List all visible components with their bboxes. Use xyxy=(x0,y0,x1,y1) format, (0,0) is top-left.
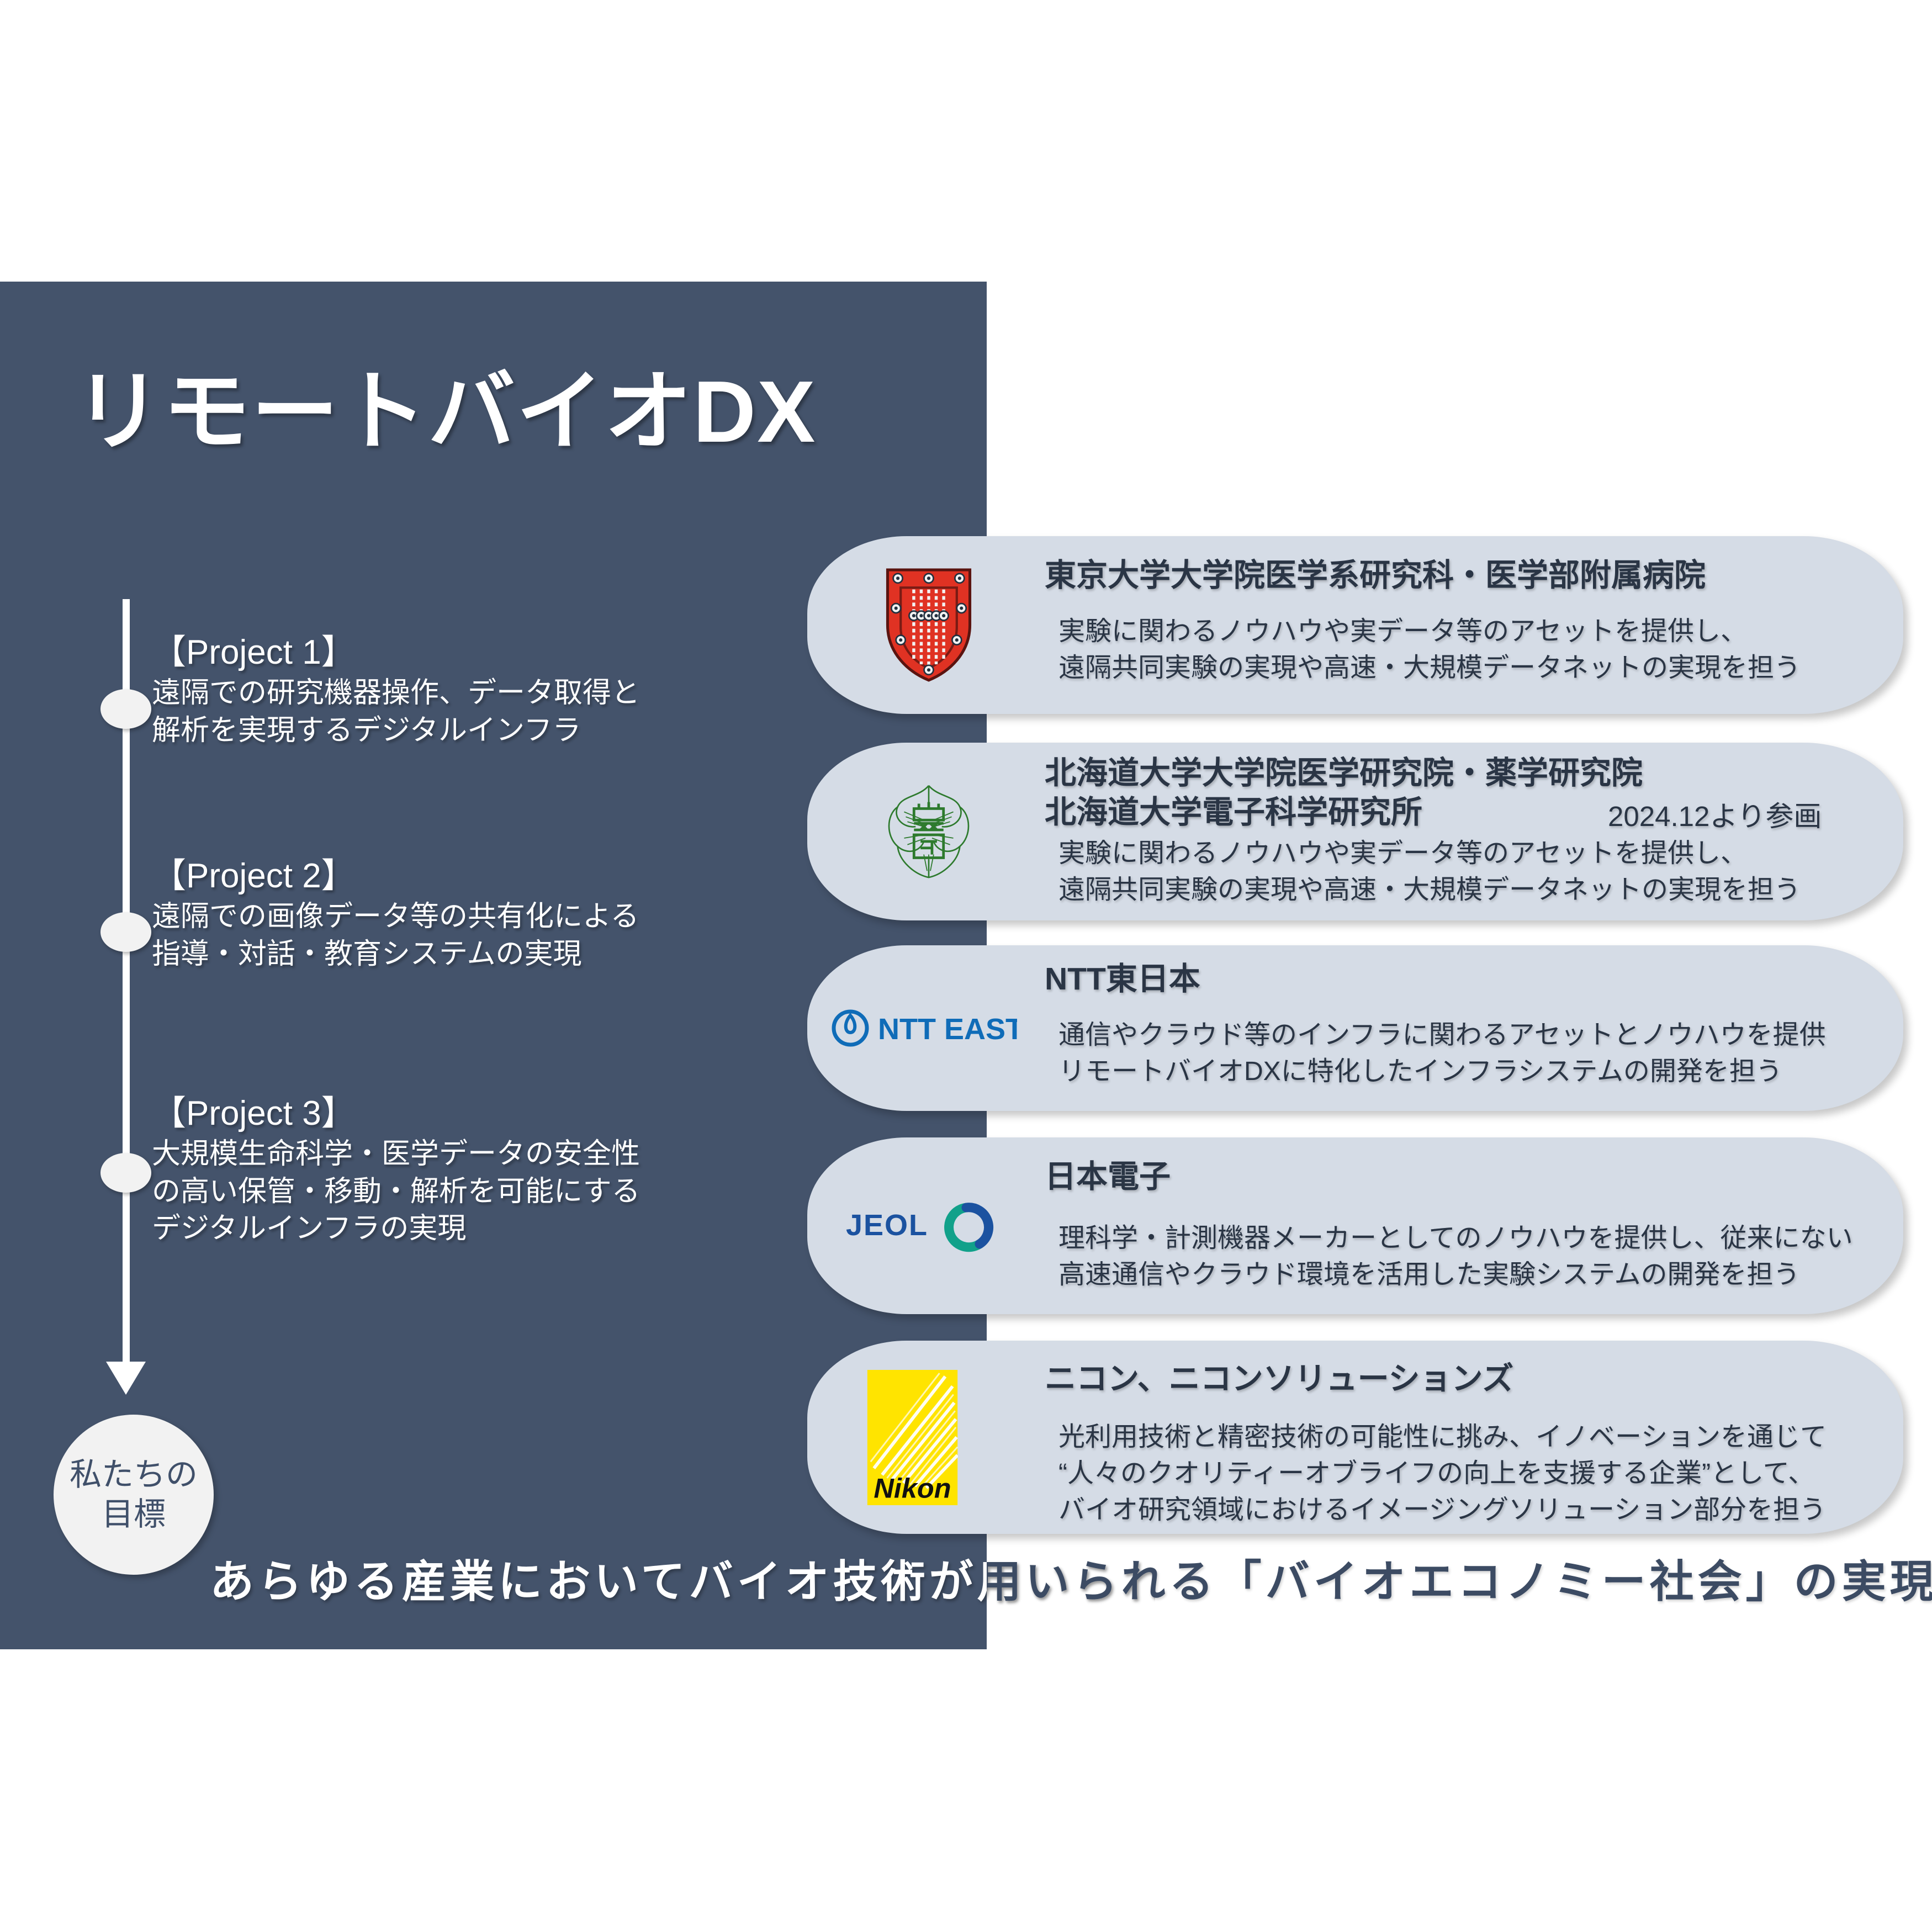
project-2-line-2: 指導・対話・教育システムの実現 xyxy=(152,938,582,970)
partner-body-line: 実験に関わるノウハウや実データ等のアセットを提供し、 xyxy=(1058,839,1748,868)
banner-text-dark: あらゆる産業においてバイオ技術が用いられる「バイオエコノミー社会」の実現 xyxy=(210,1557,1932,1606)
project-1-line-1: 遠隔での研究機器操作、データ取得と xyxy=(152,677,641,710)
project-block-1: 【Project 1】 遠隔での研究機器操作、データ取得と 解析を実現するデジタ… xyxy=(152,632,640,749)
project-2-body: 遠隔での画像データ等の共有化による 指導・対話・教育システムの実現 xyxy=(152,898,639,973)
page-title: リモートバイオDX xyxy=(75,363,817,460)
partner-title-hokkaido: 北海道大学大学院医学研究院・薬学研究院 北海道大学電子科学研究所 xyxy=(1045,754,1643,832)
project-3-heading: 【Project 3】 xyxy=(152,1094,356,1132)
partner-title-jeol: 日本電子 xyxy=(1045,1159,1171,1194)
partner-join-date-hokkaido: 2024.12より参画 xyxy=(1608,801,1822,832)
jeol-logo-icon: JEOL xyxy=(824,1137,1034,1314)
project-1-heading: 【Project 1】 xyxy=(152,633,356,671)
utokyo-shield-icon xyxy=(846,536,1012,714)
partner-body-line: 遠隔共同実験の実現や高速・大規模データネットの実現を担う xyxy=(1058,875,1801,905)
partner-body-line: 遠隔共同実験の実現や高速・大規模データネットの実現を担う xyxy=(1058,653,1801,683)
partner-body-line: 光利用技術と精密技術の可能性に挑み、イノベーションを通じて xyxy=(1058,1422,1827,1452)
partner-body-line: 通信やクラウド等のインフラに関わるアセットとノウハウを提供 xyxy=(1058,1020,1826,1050)
nikon-wordmark: Nikon xyxy=(874,1472,951,1504)
partner-title-line: 北海道大学大学院医学研究院・薬学研究院 xyxy=(1045,755,1643,791)
partner-card-ntt-east[interactable]: NTT EAST NTT東日本 通信やクラウド等のインフラに関わるアセットとノウ… xyxy=(807,945,1903,1111)
project-block-2: 【Project 2】 遠隔での画像データ等の共有化による 指導・対話・教育シス… xyxy=(152,856,639,973)
project-2-heading: 【Project 2】 xyxy=(152,857,356,895)
partner-body-line: 高速通信やクラウド環境を活用した実験システムの開発を担う xyxy=(1058,1260,1800,1290)
partner-body-line: “人々のクオリティーオブライフの向上を支援する企業”として、 xyxy=(1058,1459,1815,1489)
bottom-banner: あらゆる産業においてバイオ技術が用いられる「バイオエコノミー社会」の実現 あらゆ… xyxy=(0,1546,1932,1618)
partner-body-utokyo: 実験に関わるノウハウや実データ等のアセットを提供し、 遠隔共同実験の実現や高速・… xyxy=(1058,613,1801,686)
ntt-east-logo-icon: NTT EAST xyxy=(818,945,1028,1111)
partner-title-utokyo: 東京大学大学院医学系研究科・医学部附属病院 xyxy=(1045,558,1706,593)
project-1-body: 遠隔での研究機器操作、データ取得と 解析を実現するデジタルインフラ xyxy=(152,675,640,749)
partner-body-hokkaido: 実験に関わるノウハウや実データ等のアセットを提供し、 遠隔共同実験の実現や高速・… xyxy=(1058,835,1801,908)
nikon-logo-icon: Nikon xyxy=(840,1341,984,1534)
project-3-line-2: の高い保管・移動・解析を可能にする xyxy=(152,1175,641,1208)
partner-card-hokkaido[interactable]: 北海道大学大学院医学研究院・薬学研究院 北海道大学電子科学研究所 2024.12… xyxy=(807,743,1903,920)
partner-body-line: 実験に関わるノウハウや実データ等のアセットを提供し、 xyxy=(1058,617,1748,646)
goal-line-2: 目標 xyxy=(101,1496,166,1532)
partner-body-line: 理科学・計測機器メーカーとしてのノウハウを提供し、従来にない xyxy=(1058,1224,1853,1253)
project-3-line-3: デジタルインフラの実現 xyxy=(152,1213,467,1245)
partner-title-ntt-east: NTT東日本 xyxy=(1045,961,1200,997)
project-2-line-1: 遠隔での画像データ等の共有化による xyxy=(152,901,639,933)
partner-body-line: リモートバイオDXに特化したインフラシステムの開発を担う xyxy=(1058,1057,1782,1087)
partner-body-nikon: 光利用技術と精密技術の可能性に挑み、イノベーションを通じて “人々のクオリティー… xyxy=(1058,1419,1827,1529)
timeline-dot-1 xyxy=(100,689,151,729)
project-1-line-2: 解析を実現するデジタルインフラ xyxy=(152,714,581,747)
project-3-line-1: 大規模生命科学・医学データの安全性 xyxy=(152,1138,641,1171)
project-3-body: 大規模生命科学・医学データの安全性 の高い保管・移動・解析を可能にする デジタル… xyxy=(152,1136,641,1248)
timeline-dot-3 xyxy=(100,1153,151,1193)
goal-line-1: 私たちの xyxy=(69,1456,198,1492)
banner-text-white: あらゆる産業においてバイオ技術が用いられる「バイオエコノミー社会」の実現 xyxy=(210,1557,1932,1606)
ntt-east-wordmark: NTT EAST xyxy=(878,1013,1017,1046)
timeline-arrow-head xyxy=(106,1362,146,1395)
partner-body-line: バイオ研究領域におけるイメージングソリューション部分を担う xyxy=(1058,1495,1827,1525)
partner-card-utokyo[interactable]: 東京大学大学院医学系研究科・医学部附属病院 実験に関わるノウハウや実データ等のア… xyxy=(807,536,1903,714)
goal-badge: 私たちの 目標 xyxy=(54,1415,214,1575)
hokkaido-university-crest-icon xyxy=(846,743,1012,920)
partner-body-jeol: 理科学・計測機器メーカーとしてのノウハウを提供し、従来にない 高速通信やクラウド… xyxy=(1058,1220,1853,1293)
partner-body-ntt-east: 通信やクラウド等のインフラに関わるアセットとノウハウを提供 リモートバイオDXに… xyxy=(1058,1017,1826,1090)
partner-card-jeol[interactable]: JEOL 日本電子 理科学・計測機器メーカーとしてのノウハウを提供し、従来にない… xyxy=(807,1137,1903,1314)
jeol-wordmark: JEOL xyxy=(846,1209,928,1242)
timeline-dot-2 xyxy=(100,912,151,952)
project-block-3: 【Project 3】 大規模生命科学・医学データの安全性 の高い保管・移動・解… xyxy=(152,1093,641,1248)
partner-card-nikon[interactable]: Nikon ニコン、ニコンソリューションズ 光利用技術と精密技術の可能性に挑み、… xyxy=(807,1341,1903,1534)
partner-title-nikon: ニコン、ニコンソリューションズ xyxy=(1045,1361,1514,1396)
partner-title-line: 北海道大学電子科学研究所 xyxy=(1045,794,1422,830)
